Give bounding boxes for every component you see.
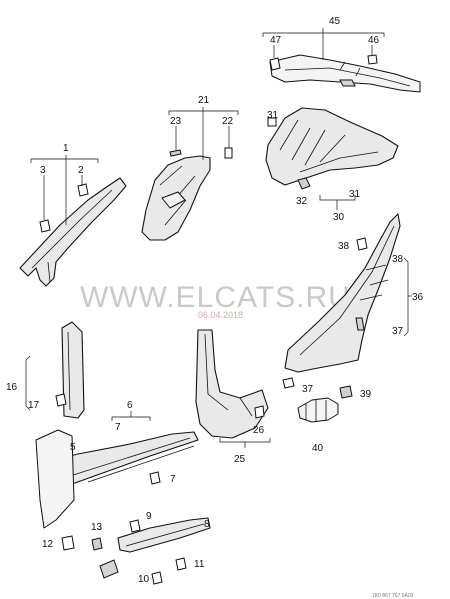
callout-10: 10 — [138, 574, 150, 585]
callout-11: 11 — [194, 559, 205, 570]
screw-13 — [91, 537, 103, 551]
callout-1: 1 — [63, 143, 69, 154]
part-36-rear-trim — [284, 213, 401, 373]
callout-7-side: 7 — [170, 474, 176, 485]
part-40-bracket — [297, 397, 339, 423]
callout-45: 45 — [329, 16, 341, 27]
clip-7 — [149, 471, 161, 485]
watermark-date: 06.04.2018 — [198, 310, 243, 320]
part-8-lower-strip — [99, 517, 211, 579]
callout-16: 16 — [6, 382, 18, 393]
callout-46: 46 — [368, 35, 380, 46]
callout-38-label: 38 — [338, 241, 350, 252]
clip-46 — [367, 54, 378, 65]
callout-7-top: 7 — [115, 422, 121, 433]
clip-39 — [339, 385, 353, 399]
callout-36: 36 — [412, 292, 424, 303]
part-16-door-trim — [61, 321, 85, 419]
part-6-sill — [35, 429, 199, 529]
callout-37: 37 — [302, 384, 314, 395]
part-30-quarter-trim — [265, 107, 399, 186]
part-45-rear-trim — [269, 54, 421, 93]
callout-25: 25 — [234, 454, 246, 465]
part-21-pillar-trim — [141, 155, 211, 241]
callout-31-top: 31 — [267, 110, 279, 121]
callout-38-side: 38 — [392, 254, 404, 265]
callout-13: 13 — [91, 522, 103, 533]
callout-5: 5 — [70, 442, 76, 453]
callout-30: 30 — [333, 212, 345, 223]
callout-26: 26 — [253, 425, 265, 436]
callout-17: 17 — [28, 400, 40, 411]
clip-22 — [224, 147, 233, 159]
callout-47: 47 — [270, 35, 282, 46]
callout-9: 9 — [146, 511, 152, 522]
callout-31-bottom: 31 — [349, 189, 361, 200]
clip-12 — [61, 535, 75, 551]
clip-26 — [254, 405, 265, 419]
clip-47 — [269, 57, 281, 71]
callout-32: 32 — [296, 196, 308, 207]
callout-2: 2 — [78, 165, 84, 176]
clip-31 — [267, 117, 277, 127]
callout-39: 39 — [360, 389, 372, 400]
reference-code: 1K0 867 767 0A03 — [372, 593, 414, 599]
clip-11 — [175, 557, 187, 571]
callout-23: 23 — [170, 116, 182, 127]
callout-6: 6 — [127, 400, 133, 411]
callout-22: 22 — [222, 116, 234, 127]
clip-38 — [356, 237, 368, 251]
callout-21: 21 — [198, 95, 210, 106]
callout-8: 8 — [204, 519, 210, 530]
clip-3 — [39, 219, 51, 233]
clip-10 — [151, 571, 163, 585]
callout-37-side: 37 — [392, 326, 404, 337]
part-1-a-pillar — [19, 177, 127, 287]
screw-32 — [297, 177, 311, 190]
callout-40: 40 — [312, 443, 324, 454]
callout-12: 12 — [42, 539, 54, 550]
part-25-lower-pillar — [195, 329, 269, 439]
clip-37 — [282, 377, 295, 389]
screw-23 — [169, 149, 182, 157]
clip-2 — [77, 183, 89, 197]
callout-3: 3 — [40, 165, 46, 176]
clip-17 — [55, 393, 67, 407]
clip-9 — [129, 519, 141, 533]
watermark-site: WWW.ELCATS.RU — [80, 281, 351, 314]
